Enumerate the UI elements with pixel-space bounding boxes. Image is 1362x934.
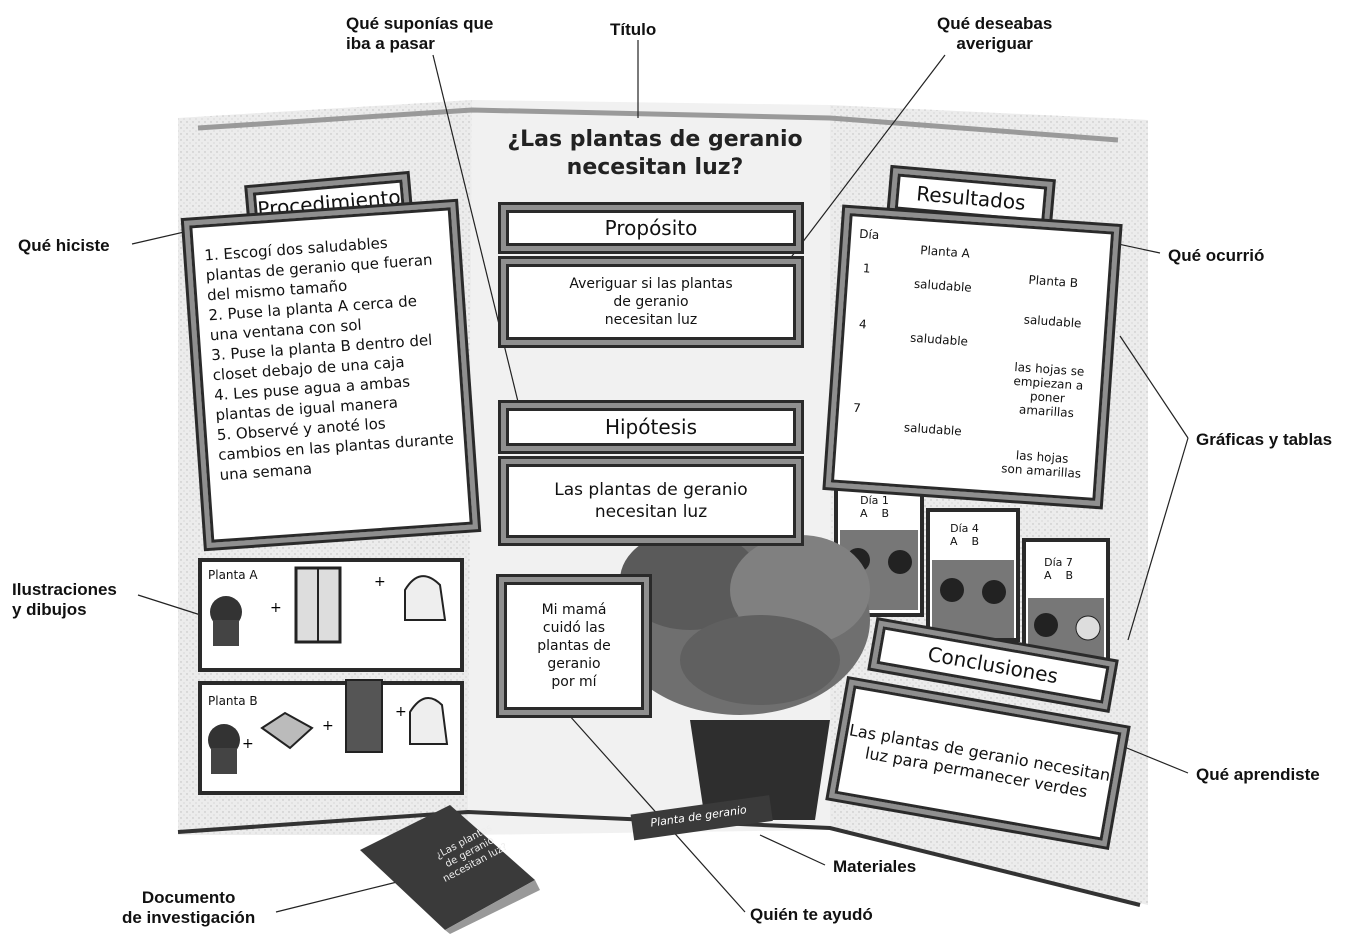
day-panel-label: Día 7 xyxy=(1044,556,1073,569)
callout-results: Qué ocurrió xyxy=(1168,246,1265,265)
plant-a-label: Planta A xyxy=(208,568,258,582)
results-a-cell: saludable xyxy=(903,420,963,439)
plant-tag xyxy=(630,795,773,841)
day-panel-1: Día 1 A B xyxy=(860,494,889,520)
svg-text:+: + xyxy=(322,718,334,734)
callout-connectors xyxy=(131,40,1189,913)
results-col-day: Día xyxy=(858,226,880,243)
callout-materials: Materiales xyxy=(833,857,917,876)
board-title: ¿Las plantas de geranio necesitan luz? xyxy=(507,127,803,180)
results-day-cell: 7 xyxy=(852,400,862,416)
callout-conclusions: Qué aprendiste xyxy=(1196,765,1320,784)
geranium-plant xyxy=(610,525,870,820)
day-panel-7: Día 7 A B xyxy=(1044,556,1073,582)
research-book xyxy=(360,805,540,934)
results-b-cell: las hojas son amarillas xyxy=(1000,448,1082,481)
hypothesis-header: Hipótesis xyxy=(501,403,801,451)
plant-a-illustration: + + xyxy=(198,558,464,672)
callout-title: Título xyxy=(610,20,657,39)
day-panel-a: A xyxy=(1044,569,1052,582)
procedure-list: 1. Escogí dos saludables plantas de gera… xyxy=(204,229,456,485)
day-panel-b: B xyxy=(971,535,980,548)
results-b-cell: las hojas se empiezan a poner amarillas xyxy=(1013,359,1085,421)
day-panel-label: Día 1 xyxy=(860,494,889,507)
day-panel-label: Día 4 xyxy=(950,522,979,535)
results-a-cell: saludable xyxy=(909,330,969,349)
purpose-header: Propósito xyxy=(501,205,801,251)
purpose-panel: Averiguar si las plantas de geranio nece… xyxy=(501,259,801,345)
callout-procedure: Qué hiciste xyxy=(18,236,110,255)
results-day-cell: 1 xyxy=(862,261,872,276)
board-top-trim xyxy=(197,107,1119,143)
results-table: Día Planta A Planta B 1 saludable saluda… xyxy=(825,207,1120,507)
results-col-b: Planta B xyxy=(1028,272,1079,291)
svg-text:+: + xyxy=(242,736,254,752)
hypothesis-panel: Las plantas de geranio necesitan luz xyxy=(501,459,801,543)
callout-purpose: Qué deseabas averiguar xyxy=(937,14,1053,53)
results-day-cell: 4 xyxy=(858,317,868,332)
callout-helper: Quién te ayudó xyxy=(750,905,873,924)
callout-document: Documento de investigación xyxy=(122,888,256,927)
hypothesis-text: Las plantas de geranio necesitan luz xyxy=(554,480,748,522)
callout-illustrations: Ilustraciones y dibujos xyxy=(12,580,117,619)
day-panel-a: A xyxy=(950,535,958,548)
svg-text:+: + xyxy=(270,600,282,616)
day-panel-b: B xyxy=(1065,569,1074,582)
helper-panel: Mi mamá cuidó las plantas de geranio por… xyxy=(499,577,649,715)
results-a-cell: saludable xyxy=(913,276,973,295)
day-panel-a: A xyxy=(860,507,868,520)
purpose-text: Averiguar si las plantas de geranio nece… xyxy=(569,276,733,328)
results-b-cell: saludable xyxy=(1023,312,1082,331)
day-panels-drawing xyxy=(834,483,1110,672)
conclusions-text: Las plantas de geranio necesitan luz par… xyxy=(847,720,1112,802)
callout-hypothesis: Qué suponías que iba a pasar xyxy=(346,14,494,53)
day-panel-b: B xyxy=(881,507,890,520)
helper-text: Mi mamá cuidó las plantas de geranio por… xyxy=(537,602,611,690)
callout-charts: Gráficas y tablas xyxy=(1196,430,1333,449)
day-panel-4: Día 4 A B xyxy=(950,522,979,548)
procedure-panel: 1. Escogí dos saludables plantas de gera… xyxy=(183,201,479,549)
svg-text:+: + xyxy=(395,704,407,720)
results-col-a: Planta A xyxy=(919,243,971,261)
svg-text:+: + xyxy=(374,574,386,590)
plant-b-illustration: + + + xyxy=(198,679,464,795)
plant-b-label: Planta B xyxy=(208,694,258,708)
